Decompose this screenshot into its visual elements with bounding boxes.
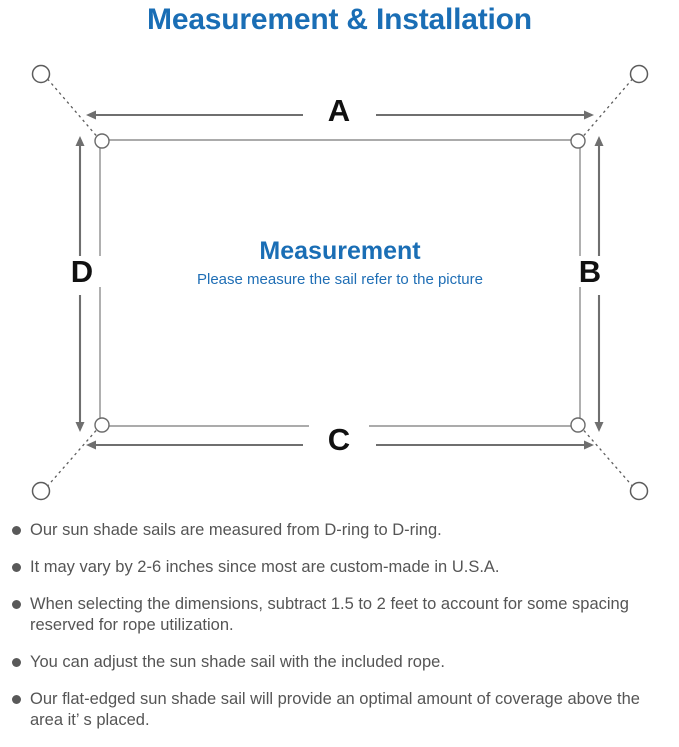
note-text: You can adjust the sun shade sail with t… <box>30 653 445 671</box>
sail-center-text: Measurement Please measure the sail refe… <box>100 236 580 291</box>
d-ring-icon <box>94 133 586 433</box>
notes-list: Our sun shade sails are measured from D-… <box>0 520 679 747</box>
note-text: Our sun shade sails are measured from D-… <box>30 521 442 539</box>
page-title: Measurement & Installation <box>147 3 532 36</box>
bullet-dot-icon <box>12 600 21 609</box>
list-item: It may vary by 2-6 inches since most are… <box>0 557 679 578</box>
list-item: When selecting the dimensions, subtract … <box>0 594 679 636</box>
sail-subheading: Please measure the sail refer to the pic… <box>197 271 483 288</box>
dimension-label-a: A <box>309 95 369 126</box>
diagram-graphics <box>31 64 649 501</box>
dimension-label-d: D <box>62 256 102 287</box>
bullet-dot-icon <box>12 526 21 535</box>
bullet-dot-icon <box>12 563 21 572</box>
list-item: Our sun shade sails are measured from D-… <box>0 520 679 541</box>
sail-heading: Measurement <box>259 237 421 265</box>
measurement-diagram: A C B D Measurement Please measure the s… <box>0 46 679 516</box>
note-text: It may vary by 2-6 inches since most are… <box>30 558 500 576</box>
anchor-ring-icon <box>31 64 649 501</box>
dimension-label-b: B <box>570 256 610 287</box>
note-text: Our flat-edged sun shade sail will provi… <box>30 690 640 729</box>
rope-lines <box>44 75 636 490</box>
list-item: Our flat-edged sun shade sail will provi… <box>0 689 679 731</box>
note-text: When selecting the dimensions, subtract … <box>30 595 629 634</box>
list-item: You can adjust the sun shade sail with t… <box>0 652 679 673</box>
bullet-dot-icon <box>12 658 21 667</box>
bullet-dot-icon <box>12 695 21 704</box>
dimension-label-c: C <box>309 424 369 455</box>
